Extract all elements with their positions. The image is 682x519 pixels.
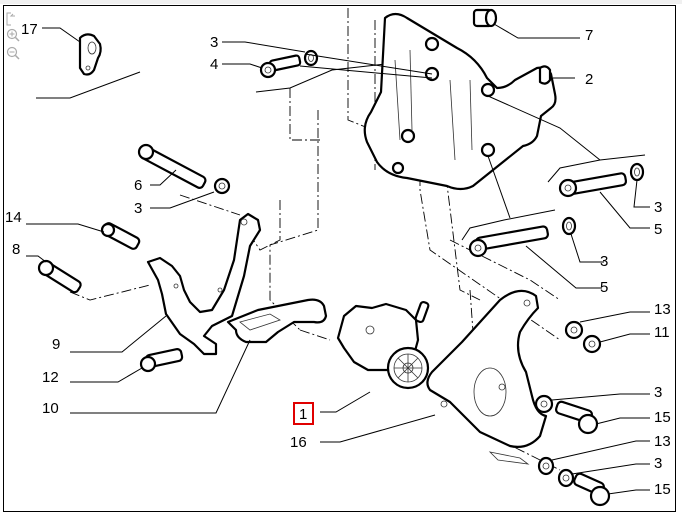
callout-16[interactable]: 16 (290, 434, 307, 451)
leader-10 (70, 339, 251, 414)
callout-9[interactable]: 9 (52, 336, 60, 353)
callout-12[interactable]: 12 (42, 369, 59, 386)
leader-3f (571, 463, 650, 475)
leader-1 (320, 391, 371, 413)
part-17-clip[interactable] (78, 33, 102, 76)
leader-3e (551, 393, 650, 401)
leader-3d (570, 233, 604, 263)
callout-1[interactable]: 1 (299, 406, 307, 423)
part-3-washer-b[interactable] (213, 177, 231, 195)
leader-8 (26, 255, 47, 263)
zoom-in-icon (6, 28, 20, 42)
leader-7 (493, 23, 580, 39)
callout-11[interactable]: 11 (654, 324, 670, 341)
callout-3c[interactable]: 3 (654, 199, 662, 216)
part-15-bolt-b[interactable] (573, 472, 611, 507)
part-9-bracket[interactable] (146, 212, 262, 356)
callout-3a[interactable]: 3 (210, 34, 218, 51)
part-5-bolt-a[interactable] (558, 172, 628, 198)
part-12-bolt[interactable] (139, 348, 184, 373)
leader-13a (579, 311, 650, 323)
leader-3c (633, 179, 650, 208)
leader-17 (42, 27, 81, 43)
callout-3f[interactable]: 3 (654, 455, 662, 472)
leader-5b (525, 245, 602, 289)
callout-5a[interactable]: 5 (654, 221, 662, 238)
leader-6 (150, 169, 177, 186)
viewer-top-bar (0, 0, 682, 4)
frame-line-5b (461, 209, 556, 241)
part-2-main-bracket[interactable] (363, 12, 557, 191)
leader-3a-to-bracket (304, 53, 433, 75)
part-4-bolt[interactable] (259, 54, 302, 79)
part-3-washer-a[interactable] (303, 49, 319, 67)
part-3-washer-e[interactable] (534, 394, 554, 414)
leader-3b (150, 191, 215, 209)
leader-15b (607, 489, 650, 495)
frame-line-5a (547, 154, 646, 183)
part-13-washer-b[interactable] (537, 456, 555, 476)
diagram-frame (3, 5, 676, 512)
callout-6[interactable]: 6 (134, 177, 142, 194)
leader-4 (222, 63, 263, 69)
leader-12 (70, 367, 143, 383)
leader-15a (595, 417, 650, 425)
zoom-in-button[interactable] (6, 28, 20, 42)
callout-14[interactable]: 14 (5, 209, 22, 226)
callout-13b[interactable]: 13 (654, 433, 671, 450)
callout-15b[interactable]: 15 (654, 481, 671, 498)
callout-10[interactable]: 10 (42, 400, 59, 417)
leader-14 (26, 223, 105, 233)
leader-bracket-to-5b (487, 155, 511, 219)
part-6-bolt[interactable] (137, 143, 207, 189)
part-16-pump-plate[interactable] (426, 289, 548, 465)
part-3-washer-d[interactable] (561, 216, 577, 236)
callout-7[interactable]: 7 (585, 27, 593, 44)
leader-4-to-bracket (299, 65, 433, 79)
callout-13a[interactable]: 13 (654, 301, 671, 318)
leader-13b (551, 440, 650, 461)
callout-8[interactable]: 8 (12, 241, 20, 258)
leader-16 (320, 414, 436, 443)
part-15-bolt-a[interactable] (554, 400, 599, 435)
part-3-washer-f[interactable] (557, 468, 575, 488)
part-10-brace[interactable] (226, 298, 328, 344)
part-7-bushing[interactable] (472, 8, 498, 28)
leader-3a (222, 41, 306, 53)
fit-page-icon (6, 12, 15, 26)
callout-3b[interactable]: 3 (134, 200, 142, 217)
zoom-out-icon (6, 46, 20, 60)
leader-5a (599, 191, 650, 229)
callout-3d[interactable]: 3 (600, 253, 608, 270)
part-5-bolt-b[interactable] (468, 225, 549, 258)
callout-15a[interactable]: 15 (654, 409, 671, 426)
part-13-washer-a[interactable] (564, 320, 584, 340)
fit-page-button[interactable] (6, 12, 20, 26)
callout-5b[interactable]: 5 (600, 279, 608, 296)
frame-line-17 (36, 71, 141, 99)
callout-4[interactable]: 4 (210, 56, 218, 73)
leader-9 (70, 315, 167, 353)
zoom-out-button[interactable] (6, 46, 20, 60)
part-14-bolt[interactable] (100, 222, 141, 250)
callout-17[interactable]: 17 (21, 21, 38, 38)
part-11-nut[interactable] (582, 334, 602, 354)
highlight-box-callout-1 (293, 402, 314, 425)
part-8-bolt[interactable] (37, 259, 82, 294)
part-1-steering-pump[interactable] (336, 300, 430, 390)
callout-3e[interactable]: 3 (654, 384, 662, 401)
callout-2[interactable]: 2 (585, 71, 593, 88)
part-3-washer-c[interactable] (629, 162, 645, 182)
leader-bracket-to-5 (487, 95, 601, 161)
leader-11 (599, 333, 650, 343)
